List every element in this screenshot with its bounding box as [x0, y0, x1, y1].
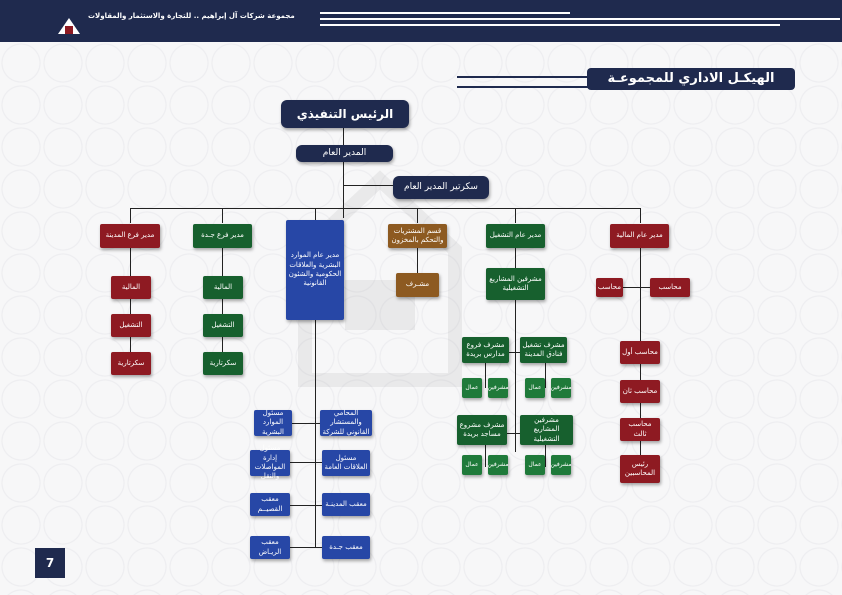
connector	[515, 248, 516, 268]
connector	[515, 208, 516, 223]
top-banner: مجموعة شركات آل إبراهيم .. للتجارة والاس…	[0, 0, 842, 42]
connector	[343, 185, 393, 186]
company-title: مجموعة شركات آل إبراهيم .. للتجارة والاس…	[88, 12, 295, 20]
connector	[485, 445, 486, 467]
ceo-box: الرئيس التنفيذي	[281, 100, 409, 128]
madinah-operations-box: التشغيل	[111, 314, 151, 337]
legal-advisor-box: المحامي والمستشار القانوني للشركة	[320, 409, 372, 436]
connector	[485, 360, 486, 388]
jeddah-branch-box: مدير فرع جـدة	[193, 224, 252, 248]
first-accountant-box: محاسب أول	[620, 341, 660, 364]
pr-officer-box: مسئول العلاقات العامة	[322, 450, 370, 476]
buraidah-schools-supervisor-box: مشرف فروع مدارس بريدة	[462, 337, 509, 363]
madinah-secretariat-box: سكرتارية	[111, 352, 151, 375]
madinah-hotels-supervisor-box: مشرف تشغيل فنادق المدينة	[520, 337, 567, 363]
buraidah-mosques-supervisor-box: مشرف مشروع مساجد بريدة	[457, 415, 507, 445]
banner-stripe	[320, 24, 780, 26]
jeddah-operations-box: التشغيل	[203, 314, 243, 337]
procurement-supervisor-box: مشـرف	[396, 273, 439, 297]
connector	[289, 462, 322, 463]
accountant-box: محاسب	[596, 278, 623, 297]
section-heading: الهيكـل الاداري للمجموعـة	[587, 68, 795, 90]
madinah-finance-box: المالية	[111, 276, 151, 299]
workers-box: عمال	[462, 455, 482, 475]
connector	[515, 300, 516, 452]
connector	[315, 320, 316, 548]
gm-secretary-box: سكرتير المدير العام	[393, 176, 489, 199]
connector	[130, 208, 640, 209]
transport-officer-box: مسئول إدارة المواصلات والنقل	[250, 444, 290, 480]
qassim-agent-box: معقب القصيــم	[250, 493, 290, 516]
connector	[490, 433, 540, 434]
second-accountant-box: محاسب ثان	[620, 380, 660, 403]
connector	[289, 547, 322, 548]
jeddah-finance-box: المالية	[203, 276, 243, 299]
ops-supervisors-box: مشرفين المشاريع التشغيلية	[520, 415, 573, 445]
third-accountant-box: محاسب ثالث	[620, 418, 660, 441]
company-logo	[58, 18, 80, 34]
connector	[545, 445, 546, 467]
jeddah-agent-box: معقب جـدة	[322, 536, 370, 559]
gm-box: المدير العام	[296, 145, 393, 162]
connector	[490, 352, 540, 353]
workers-box: عمال	[462, 378, 482, 398]
connector	[130, 248, 131, 366]
heading-line	[457, 86, 592, 88]
workers-box: عمال	[525, 455, 545, 475]
ops-projects-supervisors-box: مشرفين المشاريع التشغيلية	[486, 268, 545, 300]
connector	[417, 248, 418, 273]
accountant-box: محاسب	[650, 278, 690, 297]
connector	[640, 208, 641, 223]
operations-gm-box: مدير عام التشغيل	[486, 224, 545, 248]
connector	[289, 505, 322, 506]
supervisors-box: مشرفين	[487, 455, 509, 475]
hr-officer-box: مسئول الموارد البشرية	[254, 409, 292, 436]
supervisors-box: مشرفين	[487, 378, 509, 398]
madinah-agent-box: معقب المدينـة	[322, 493, 370, 516]
connector	[222, 248, 223, 366]
madinah-branch-box: مدير فرع المدينة	[100, 224, 160, 248]
supervisors-box: مشرفين	[550, 455, 572, 475]
connector	[343, 128, 344, 218]
banner-stripe	[320, 18, 840, 20]
connector	[620, 287, 650, 288]
head-accountants-box: رئيس المحاسبين	[620, 455, 660, 483]
connector	[130, 208, 131, 223]
supervisors-box: مشرفين	[550, 378, 572, 398]
hr-gm-box: مدير عام الموارد البشرية والعلاقات الحكو…	[286, 220, 344, 320]
jeddah-secretariat-box: سكرتارية	[203, 352, 243, 375]
page-number: 7	[35, 548, 65, 578]
workers-box: عمال	[525, 378, 545, 398]
connector	[417, 208, 418, 223]
connector	[545, 360, 546, 388]
heading-line	[457, 76, 592, 78]
connector	[222, 208, 223, 223]
connector	[289, 423, 322, 424]
riyadh-agent-box: معقب الريـاض	[250, 536, 290, 559]
finance-gm-box: مدير عام المالية	[610, 224, 669, 248]
banner-stripe	[320, 12, 570, 14]
connector	[315, 208, 316, 220]
procurement-box: قسم المشتريات والتحكم بالمخزون	[388, 224, 447, 248]
